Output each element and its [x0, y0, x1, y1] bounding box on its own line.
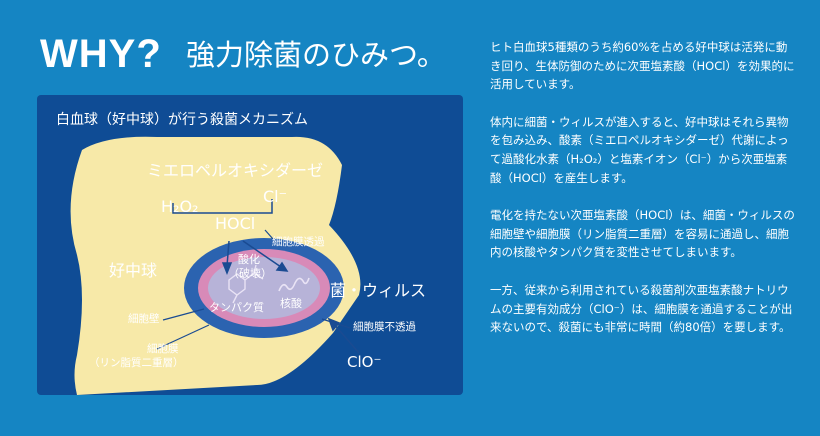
protein-label: タンパク質: [209, 301, 264, 314]
enzyme-label: ミエロペルオキシダーゼ: [147, 161, 324, 180]
cell-membrane-label: 細胞膜: [147, 343, 179, 355]
paragraph-4: 一方、従来から利用されている殺菌剤次亜塩素酸ナトリウムの主要有効成分（ClO⁻）…: [490, 282, 793, 335]
hocl-label: HOCl: [215, 214, 256, 233]
page-title: 強力除菌のひみつ。: [186, 38, 446, 72]
neutrophil-label: 好中球: [109, 261, 158, 280]
bacteria-cytoplasm: [208, 257, 320, 319]
mechanism-diagram: [70, 136, 361, 395]
protein-molecule-icon: [228, 264, 264, 304]
h2o2-label: H₂O₂: [161, 197, 199, 216]
why-heading: WHY?: [40, 32, 162, 76]
clo-ion-label: ClO⁻: [347, 353, 382, 371]
diagram-title: 白血球（好中球）が行う殺菌メカニズム: [56, 112, 308, 128]
membrane-impermeable-label: 細胞膜不透過: [353, 321, 416, 333]
oxidation-label: 酸化: [238, 253, 260, 266]
paragraph-1: ヒト白血球5種類のうち約60%を占める好中球は活発に動き回り、生体防御のために次…: [490, 40, 795, 92]
phospholipid-label: （リン脂質二重層）: [89, 357, 184, 369]
clo-blocked-arrow: [327, 317, 360, 354]
paragraph-3: 電化を持たない次亜塩素酸（HOCl）は、細菌・ウィルスの細胞壁や細胞膜（リン脂質…: [490, 208, 795, 260]
destruction-label: （破壊）: [228, 267, 272, 280]
nucleic-acid-label: 核酸: [280, 297, 302, 310]
reaction-bracket: [172, 199, 273, 214]
bacteria-virus-label: 菌・ウィルス: [330, 281, 427, 300]
mechanism-diagram-panel: 白血球（好中球）が行う殺菌メカニズム ミエロペルオキシダーゼ H₂O: [37, 95, 463, 395]
cl-ion-label: Cl⁻: [263, 187, 288, 206]
membrane-permeable-label: 細胞膜透過: [272, 236, 325, 248]
paragraph-2: 体内に細菌・ウィルスが進入すると、好中球はそれら異物を包み込み、酸素（ミエロペル…: [490, 114, 789, 185]
explanation-text: ヒト白血球5種類のうち約60%を占める好中球は活発に動き回り、生体防御のために次…: [490, 38, 795, 356]
nucleic-acid-icon: [278, 277, 310, 292]
hocl-arrows: [221, 240, 289, 276]
cell-wall-label: 細胞壁: [128, 313, 160, 325]
